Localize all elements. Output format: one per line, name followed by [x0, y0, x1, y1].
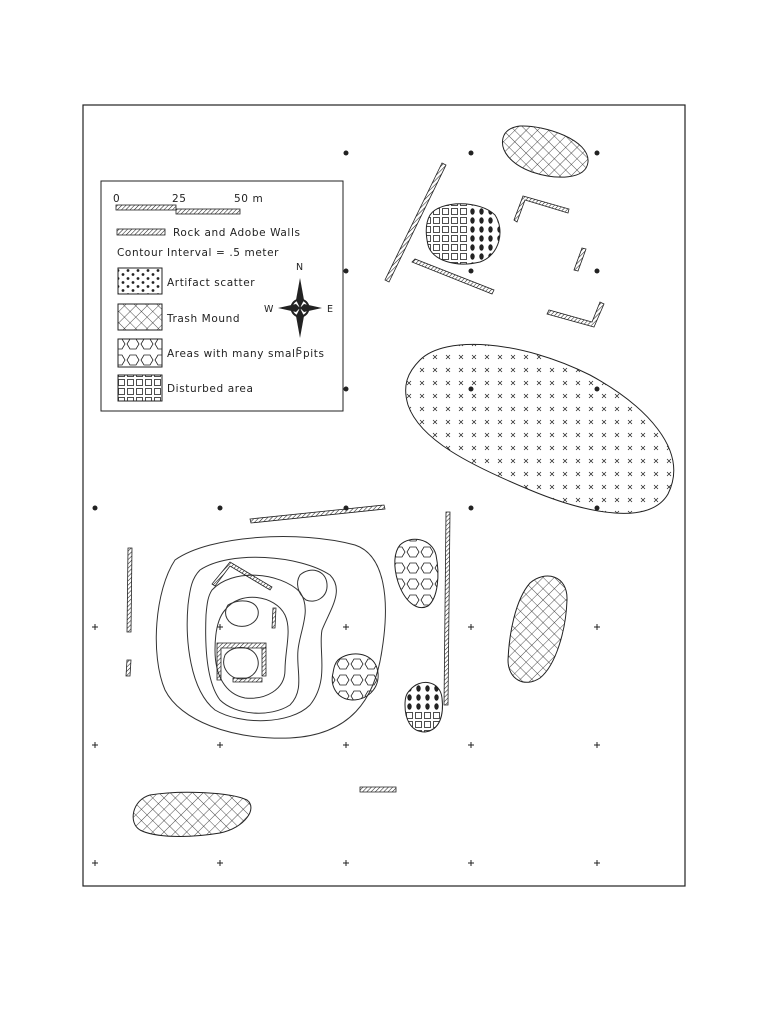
walls-label: Rock and Adobe Walls	[173, 227, 301, 239]
trash-mound-north	[501, 125, 589, 178]
map-frame	[82, 104, 686, 887]
disturbed-area-south	[404, 682, 443, 733]
wall-segment	[411, 258, 495, 295]
wall-swatch	[116, 228, 166, 236]
artifact-scatter-swatch	[117, 267, 163, 295]
wall-segment	[125, 659, 132, 677]
small-pits-swatch	[117, 338, 163, 368]
compass-north: N	[296, 262, 303, 273]
scale-label-25: 25	[172, 193, 187, 205]
trash-mound-south	[132, 791, 252, 837]
contour-interval-label: Contour Interval = .5 meter	[117, 247, 279, 259]
wall-segment	[211, 561, 273, 591]
legend-item-label: Artifact scatter	[167, 277, 255, 289]
compass-south: S	[296, 346, 302, 357]
compass-west: W	[264, 304, 274, 315]
wall-segment	[384, 162, 447, 283]
scale-label-0: 0	[113, 193, 120, 205]
small-pits-area	[394, 538, 439, 608]
scale-label-50: 50 m	[234, 193, 263, 205]
wall-segment	[573, 247, 587, 272]
wall-segment	[249, 504, 386, 524]
legend: 0 25 50 m Rock and Adobe Walls Contour I…	[100, 180, 344, 412]
grid-crosses	[92, 624, 600, 866]
wall-segment	[216, 642, 267, 681]
trash-mound-swatch	[117, 303, 163, 331]
compass-east: E	[327, 304, 333, 315]
disturbed-area-swatch	[117, 374, 163, 402]
wall-segment	[513, 195, 570, 223]
compass-rose-icon: N S E W	[264, 262, 333, 357]
wall-segment	[359, 786, 397, 793]
legend-item-label: Disturbed area	[167, 383, 254, 395]
disturbed-area-north	[425, 203, 501, 265]
mound-contours	[155, 536, 386, 739]
wall-segment	[261, 647, 267, 677]
wall-segment	[546, 301, 605, 328]
trash-mound-east	[507, 575, 568, 683]
legend-item-label: Areas with many small pits	[167, 348, 325, 360]
artifact-scatter-large	[405, 343, 674, 514]
wall-segment	[271, 607, 277, 629]
scale-bar: 0 25 50 m	[113, 193, 263, 215]
wall-segment	[126, 547, 133, 633]
legend-item-label: Trash Mound	[166, 313, 240, 325]
wall-segment	[443, 511, 451, 706]
wall-segment	[232, 677, 263, 683]
small-pits-area	[331, 653, 379, 701]
